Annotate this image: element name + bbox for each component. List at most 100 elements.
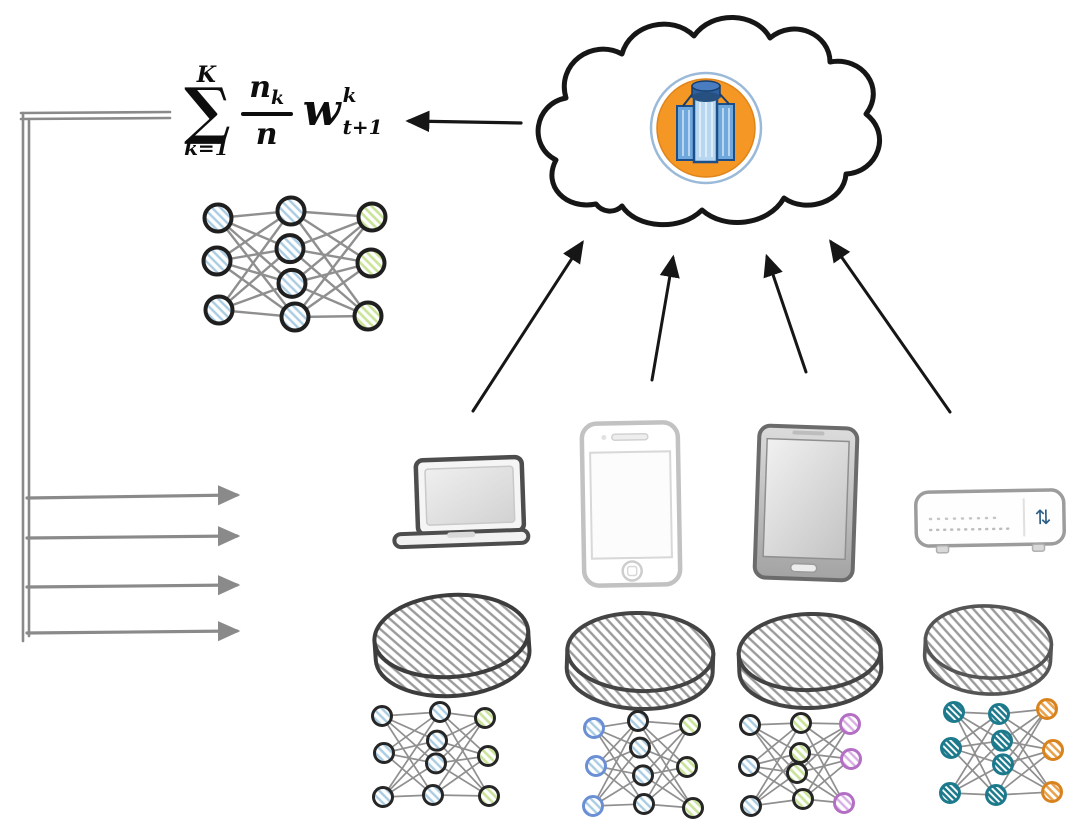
network-node <box>429 701 451 723</box>
local-model-network-2 <box>582 710 704 819</box>
device-smartphone-gray <box>752 423 860 583</box>
network-node <box>833 792 855 814</box>
laptop-screen <box>424 465 516 526</box>
fraction-bar <box>240 111 293 116</box>
network-node <box>939 782 961 804</box>
airflow-icon: ⇅ <box>1034 505 1051 529</box>
network-node <box>682 797 704 819</box>
logo-database-icon <box>682 80 730 107</box>
aggregation-bracket <box>19 110 172 643</box>
network-node <box>789 742 811 764</box>
distribute-arrow-4 <box>25 621 241 642</box>
network-node <box>356 201 388 233</box>
network-node <box>371 705 393 727</box>
network-node <box>992 753 1014 776</box>
network-node <box>739 714 761 736</box>
fraction-numerator: nk <box>249 69 285 109</box>
appliance-foot <box>935 545 950 554</box>
network-node <box>274 233 306 265</box>
cloud-to-formula-arrow <box>405 110 523 133</box>
network-node <box>583 717 605 739</box>
weight-subscript: t+1 <box>342 115 383 139</box>
phone-home-glyph <box>626 565 638 577</box>
upload-arrow-3 <box>763 253 808 374</box>
dataset-cylinder-4 <box>922 604 1054 696</box>
network-node <box>633 793 655 815</box>
network-node <box>1042 739 1064 761</box>
cloud-server <box>535 15 883 228</box>
upload-arrow-4 <box>829 239 952 414</box>
network-node <box>676 756 698 778</box>
dataset-cylinder-2 <box>564 610 716 712</box>
distribute-arrow-1 <box>25 485 241 506</box>
phone-screen <box>762 437 850 561</box>
weight-scripts: k t+1 <box>343 85 383 137</box>
network-node <box>991 729 1013 752</box>
upload-arrow-1 <box>471 240 584 413</box>
fraction: nk n <box>240 69 293 152</box>
network-node <box>943 701 965 723</box>
sigma-symbol: ∑ <box>184 73 231 147</box>
network-node <box>477 745 499 767</box>
global-model-network <box>201 195 388 333</box>
network-node <box>201 245 233 277</box>
network-node <box>839 713 861 735</box>
dataset-cylinder-3 <box>736 611 884 711</box>
network-node <box>202 202 234 234</box>
network-node <box>203 294 235 326</box>
network-node <box>373 742 395 764</box>
network-node <box>275 195 307 227</box>
phone-home-button <box>789 562 818 574</box>
datacenter-logo-icon <box>649 71 763 185</box>
laptop-notch <box>447 531 476 538</box>
network-node <box>940 737 962 759</box>
network-node <box>279 301 311 333</box>
network-node <box>738 755 760 777</box>
fraction-denominator: n <box>255 116 278 152</box>
device-iot-appliance: ⇅ <box>914 488 1066 554</box>
device-laptop <box>392 454 531 550</box>
network-node <box>426 729 448 752</box>
network-node <box>632 764 654 787</box>
network-node <box>425 752 447 775</box>
device-smartphone-white <box>579 420 683 588</box>
phone-speaker <box>611 432 649 442</box>
logo-buildings <box>676 95 735 164</box>
distribution-arrows <box>25 485 241 642</box>
logo-windows <box>682 102 730 157</box>
weight-symbol: w <box>302 85 341 136</box>
network-node <box>355 247 387 279</box>
network-node <box>786 762 808 784</box>
network-node <box>352 300 384 332</box>
phone-camera-icon <box>601 434 607 440</box>
network-node <box>422 784 444 806</box>
appliance-divider <box>1022 498 1026 537</box>
network-node <box>740 795 762 817</box>
sum-lower-limit: k=1 <box>184 136 229 161</box>
sum-upper-limit: K <box>196 61 216 88</box>
network-node <box>790 712 812 734</box>
network-node <box>1036 698 1058 720</box>
distribute-arrow-2 <box>25 526 241 547</box>
weight-superscript: k <box>342 83 357 107</box>
network-node <box>585 755 607 777</box>
aggregation-formula: K ∑ k=1 nk n w k t+1 <box>184 50 383 172</box>
appliance-foot <box>1031 543 1046 552</box>
local-model-network-3 <box>738 712 862 817</box>
appliance-body <box>914 488 1066 548</box>
appliance-vent-dots <box>928 527 1010 532</box>
network-node <box>792 788 814 810</box>
upload-arrows <box>471 239 952 414</box>
network-node <box>1041 781 1063 803</box>
network-node <box>474 707 496 729</box>
network-node <box>840 748 862 770</box>
local-model-network-4 <box>939 698 1064 806</box>
dataset-cylinder-1 <box>372 592 532 699</box>
network-node <box>629 736 651 759</box>
summation: K ∑ k=1 <box>184 61 231 161</box>
network-node <box>582 795 604 817</box>
phone-home-button <box>621 560 643 582</box>
network-node <box>988 703 1010 725</box>
